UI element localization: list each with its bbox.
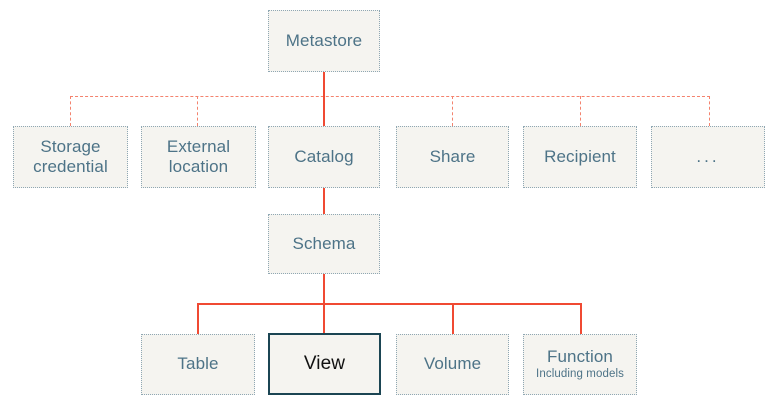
node-recipient-label: Recipient [544,146,616,166]
connector-drop-storage-credential [70,96,71,126]
connector-drop-volume [452,303,454,334]
node-metastore[interactable]: Metastore [268,10,380,72]
node-view-label: View [303,352,346,374]
connector-schema-spine [323,274,325,304]
node-function-subtitle: Including models [536,368,624,381]
node-view[interactable]: View [268,333,381,395]
node-share[interactable]: Share [396,126,509,188]
node-metastore-label: Metastore [285,30,363,50]
connector-level2-bar [70,96,710,97]
node-function[interactable]: Function Including models [523,334,637,395]
node-table[interactable]: Table [141,334,255,395]
connector-drop-share [452,96,453,126]
connector-drop-external-location [197,96,198,126]
node-catalog[interactable]: Catalog [268,126,380,188]
node-volume-label: Volume [423,354,482,374]
node-function-label: Function [546,347,613,367]
node-schema-label: Schema [292,233,356,253]
connector-drop-view [323,303,325,334]
node-more-ellipsis[interactable]: ... [651,126,765,188]
connector-catalog-to-schema [323,188,325,215]
node-catalog-label: Catalog [294,146,354,166]
connector-drop-function [580,303,582,334]
connector-metastore-spine [323,72,325,97]
connector-level4-bar [197,303,581,305]
node-external-location-label: External location [166,136,231,176]
node-storage-credential[interactable]: Storage credential [13,126,128,188]
node-external-location[interactable]: External location [141,126,256,188]
node-more-ellipsis-label: ... [696,146,720,166]
connector-drop-table [197,303,199,334]
node-share-label: Share [429,146,476,166]
connector-drop-catalog [323,96,325,126]
node-schema[interactable]: Schema [268,214,380,274]
connector-drop-more [709,96,710,126]
node-table-label: Table [177,354,219,374]
node-storage-credential-label: Storage credential [33,136,108,176]
node-recipient[interactable]: Recipient [523,126,637,188]
node-volume[interactable]: Volume [396,334,509,395]
connector-drop-recipient [580,96,581,126]
